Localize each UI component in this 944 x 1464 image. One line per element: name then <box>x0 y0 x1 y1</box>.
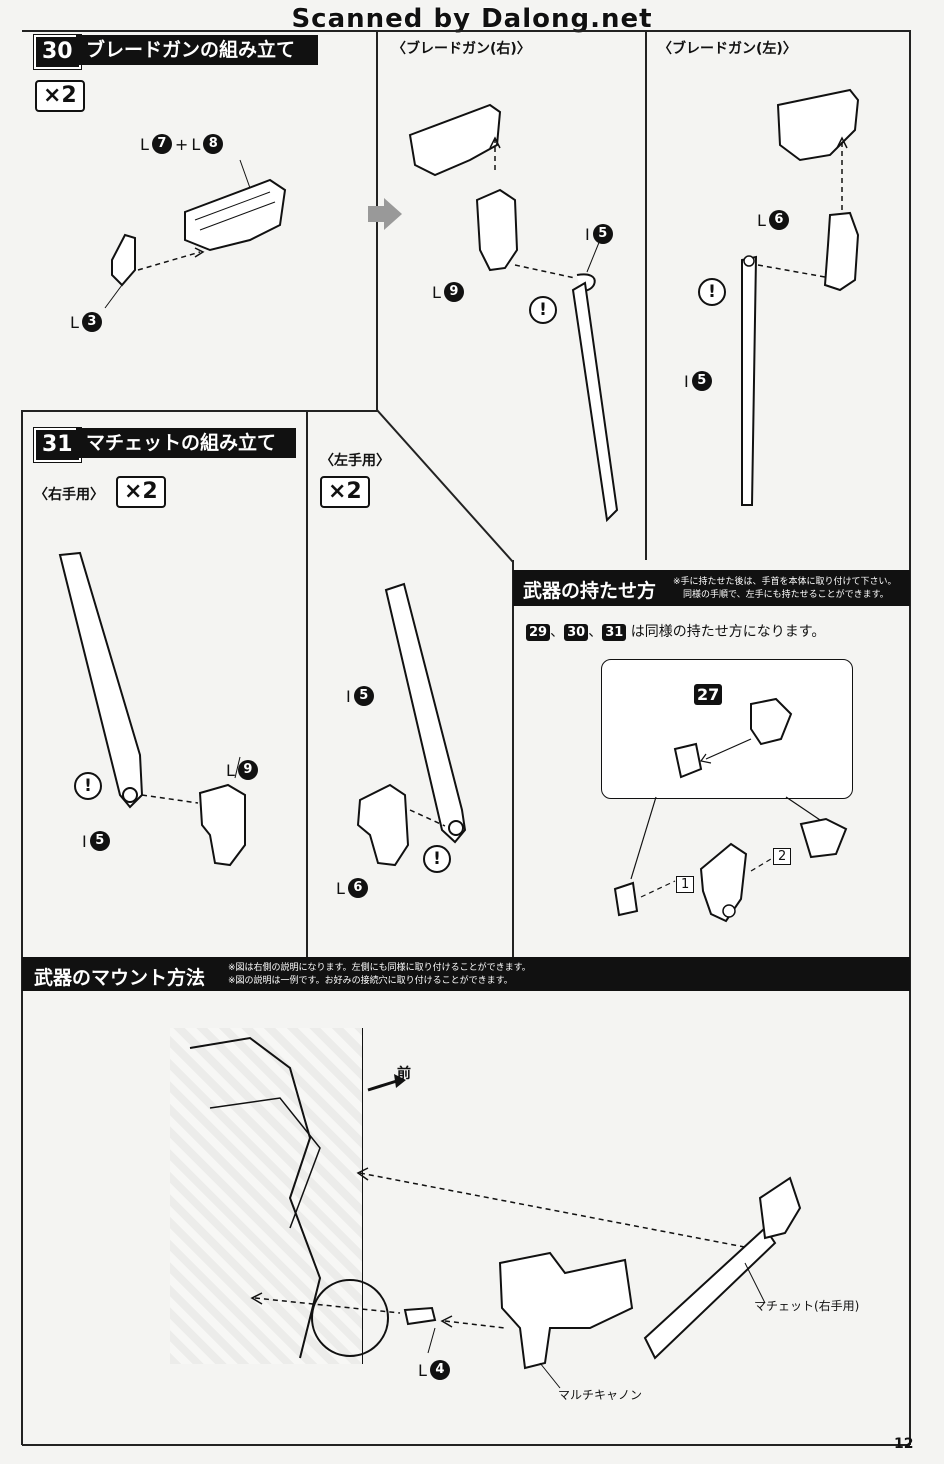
part-letter: L <box>70 312 79 332</box>
blade-gun-assembly-illustration <box>104 159 287 309</box>
machete-left-qty: ×2 <box>320 476 370 508</box>
part-letter: L <box>432 282 441 302</box>
divider-30-31 <box>22 410 378 412</box>
part-label-L4: L 4 <box>418 1360 450 1380</box>
step-ref-31: 31 <box>602 624 627 641</box>
robot-back-illustration <box>170 1028 363 1364</box>
mount-illustration <box>189 1036 802 1389</box>
part-letter: L <box>191 134 201 154</box>
machete-right-label: 〈右手用〉 <box>34 487 104 503</box>
part-label-I5-right: I 5 <box>585 224 613 244</box>
part-label-L6-machete: L 6 <box>336 878 368 898</box>
plus-sign: + <box>174 134 189 154</box>
part-number-badge: 5 <box>89 831 110 851</box>
part-number-badge: 5 <box>592 224 613 244</box>
caution-icon: ! <box>423 845 451 873</box>
caution-icon: ! <box>529 296 557 324</box>
divider-30-b <box>645 30 647 560</box>
part-letter: L <box>757 210 766 230</box>
machete-left-label: 〈左手用〉 <box>320 453 390 469</box>
hold-weapon-sentence: は同様の持たせ方になります。 <box>630 624 826 640</box>
step-ref-27: 27 <box>694 684 723 705</box>
part-letter: L <box>336 878 345 898</box>
step-31-title: マチェットの組み立て <box>76 428 296 458</box>
step-30-title: ブレードガンの組み立て <box>76 35 318 65</box>
mount-title: 武器のマウント方法 <box>34 967 206 989</box>
divider-31-hold <box>512 560 514 958</box>
part-number-badge: 6 <box>347 878 368 898</box>
hold-step-1: 1 <box>676 876 695 893</box>
machete-right-qty: ×2 <box>116 476 166 508</box>
mount-header: 武器のマウント方法 ※図は右側の説明になります。左側にも同様に取り付けることがで… <box>22 957 910 991</box>
front-label: 前 <box>397 1066 411 1082</box>
part-letter: I <box>684 371 689 391</box>
separator: 、 <box>550 624 565 640</box>
blade-gun-right-illustration <box>408 103 619 523</box>
part-number-badge: 8 <box>203 134 224 154</box>
caution-icon: ! <box>698 278 726 306</box>
part-label-L6-left: L 6 <box>757 210 789 230</box>
page-number: 12 <box>894 1436 914 1452</box>
watermark: Scanned by Dalong.net <box>291 4 653 34</box>
blade-gun-left-illustration <box>741 88 860 506</box>
hand-holding-illustration <box>613 697 848 923</box>
separator: 、 <box>588 624 603 640</box>
part-letter: I <box>82 831 87 851</box>
step-ref-29: 29 <box>526 624 551 641</box>
caution-icon: ! <box>74 772 102 800</box>
hold-weapon-note-1: ※手に持たせた後は、手首を本体に取り付けて下さい。 <box>673 577 897 587</box>
part-letter: I <box>585 224 590 244</box>
machete-caption: マチェット(右手用) <box>754 1299 860 1313</box>
part-number-badge: 5 <box>691 371 712 391</box>
step-30-number: 30 <box>33 34 82 70</box>
page-top-border <box>22 30 910 32</box>
part-label-L3: L 3 <box>70 312 102 332</box>
part-letter: L <box>140 134 149 154</box>
part-number-badge: 3 <box>81 312 102 332</box>
divider-31 <box>306 412 308 957</box>
hold-weapon-header: 武器の持たせ方 ※手に持たせた後は、手首を本体に取り付けて下さい。 同様の手順で… <box>513 570 910 606</box>
part-label-I5-machete-right: I 5 <box>82 831 110 851</box>
part-number-badge: 5 <box>353 686 374 706</box>
machete-right-illustration <box>58 551 246 867</box>
part-number-badge: 9 <box>237 760 258 780</box>
part-number-badge: 6 <box>768 210 789 230</box>
part-number-badge: 7 <box>151 134 172 154</box>
blade-gun-right-label: 〈ブレードガン(右)〉 <box>392 41 531 57</box>
mount-note-1: ※図は右側の説明になります。左側にも同様に取り付けることができます。 <box>228 963 531 973</box>
blade-gun-left-label: 〈ブレードガン(左)〉 <box>658 41 797 57</box>
step-ref-30: 30 <box>564 624 589 641</box>
mount-note-2: ※図の説明は一例です。お好みの接続穴に取り付けることができます。 <box>228 976 513 986</box>
hold-weapon-title: 武器の持たせ方 <box>523 580 657 602</box>
part-label-L9-machete: L 9 <box>226 760 258 780</box>
part-number-badge: 9 <box>443 282 464 302</box>
hold-step-2: 2 <box>773 848 792 865</box>
part-letter: L <box>226 760 235 780</box>
part-letter: L <box>418 1360 427 1380</box>
hand-detail-box <box>601 659 853 799</box>
step-30-qty: ×2 <box>35 80 85 112</box>
hold-weapon-note-2: 同様の手順で、左手にも持たせることができます。 <box>683 590 889 600</box>
part-number-badge: 4 <box>429 1360 450 1380</box>
step-31-number: 31 <box>33 427 82 463</box>
part-label-L7-L8: L 7 + L 8 <box>140 134 224 154</box>
machete-left-illustration <box>356 582 467 867</box>
cannon-caption: マルチキャノン <box>558 1388 643 1402</box>
hold-weapon-text: 29、30、31 は同様の持たせ方になります。 <box>526 621 825 641</box>
part-letter: I <box>346 686 351 706</box>
step-arrow-icon <box>368 198 402 230</box>
part-label-I5-machete-left: I 5 <box>346 686 374 706</box>
part-label-L9-right: L 9 <box>432 282 464 302</box>
part-label-I5-left: I 5 <box>684 371 712 391</box>
